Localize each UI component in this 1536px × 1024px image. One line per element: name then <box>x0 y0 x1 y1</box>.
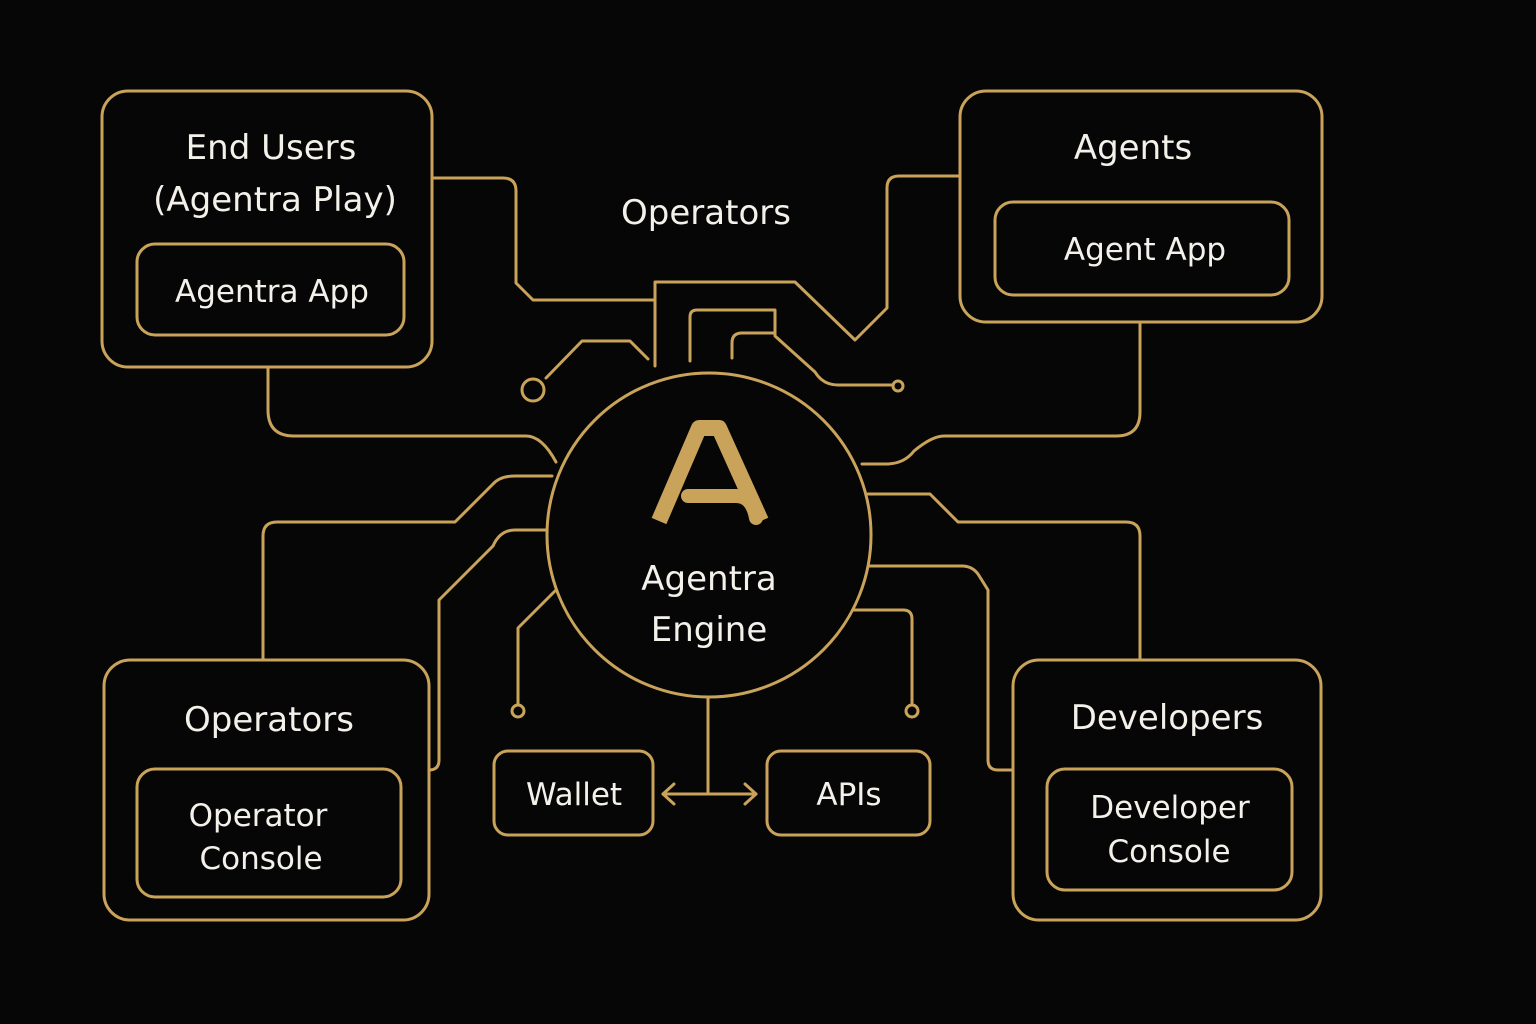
agent-app-button[interactable]: Agent App <box>993 200 1291 297</box>
top-operators-label: Operators <box>621 193 791 233</box>
end-users-title: End Users <box>186 128 357 168</box>
agentra-engine: Agentra Engine <box>545 371 873 699</box>
agents-title: Agents <box>1074 128 1192 168</box>
developer-console-box[interactable] <box>1045 767 1294 892</box>
wire-hub-inner <box>730 331 777 360</box>
node-dot-top-left <box>520 377 546 403</box>
wire-endusers-bottom <box>266 366 558 464</box>
engine-label-line1: Agentra <box>641 559 776 599</box>
developer-console-button[interactable]: Developer Console <box>1045 767 1294 892</box>
end-users-card: End Users (Agentra Play) Agentra App <box>100 89 434 369</box>
apis-button[interactable]: APIs <box>765 749 932 837</box>
wire-developers-left <box>864 564 1015 772</box>
wire-developers-top <box>866 492 1142 662</box>
apis-box[interactable] <box>765 749 932 837</box>
agentra-app-box[interactable] <box>135 242 406 337</box>
wire-operators-top <box>261 474 554 662</box>
node-dot-bottom-left <box>510 703 526 719</box>
agentra-app-button[interactable]: Agentra App <box>135 242 406 337</box>
connectors <box>261 174 1142 806</box>
wallet-label: Wallet <box>526 777 622 813</box>
node-dot-top-right <box>891 379 905 393</box>
node-dot-bottom-right <box>904 703 920 719</box>
wire-hub-outer <box>653 174 962 368</box>
developers-title: Developers <box>1071 698 1264 738</box>
operator-console-box[interactable] <box>135 767 403 899</box>
agents-card: Agents Agent App <box>958 89 1324 324</box>
engine-circle <box>545 371 873 699</box>
engine-label-line2: Engine <box>651 610 768 650</box>
operators-title: Operators <box>184 700 354 740</box>
wire-engine-right-stub <box>850 608 914 706</box>
wallet-button[interactable]: Wallet <box>492 749 655 837</box>
wire-hub-middle <box>688 308 897 387</box>
wire-hub-left-stub <box>544 339 650 380</box>
wire-agents-bottom <box>860 320 1142 466</box>
arrow-left-head <box>661 782 676 806</box>
operators-card: Operators Operator Console <box>102 658 431 922</box>
apis-label: APIs <box>816 777 881 813</box>
developer-console-line1: Developer <box>1090 790 1250 826</box>
developer-console-line2: Console <box>1107 834 1230 870</box>
wire-endusers-top <box>430 176 657 302</box>
agent-app-label: Agent App <box>1064 232 1226 268</box>
developers-card: Developers Developer Console <box>1011 658 1323 922</box>
operator-console-line1: Operator <box>189 798 328 834</box>
operator-console-button[interactable]: Operator Console <box>135 767 403 899</box>
wire-operators-right <box>427 528 550 772</box>
end-users-subtitle: (Agentra Play) <box>153 180 397 220</box>
wire-engine-left-stub <box>516 589 557 710</box>
agentra-app-label: Agentra App <box>175 274 369 310</box>
arrow-right-head <box>743 782 758 806</box>
agentra-a-logo-icon <box>651 420 769 525</box>
operator-console-line2: Console <box>199 841 322 877</box>
wallet-box[interactable] <box>492 749 655 837</box>
agent-app-box[interactable] <box>993 200 1291 297</box>
